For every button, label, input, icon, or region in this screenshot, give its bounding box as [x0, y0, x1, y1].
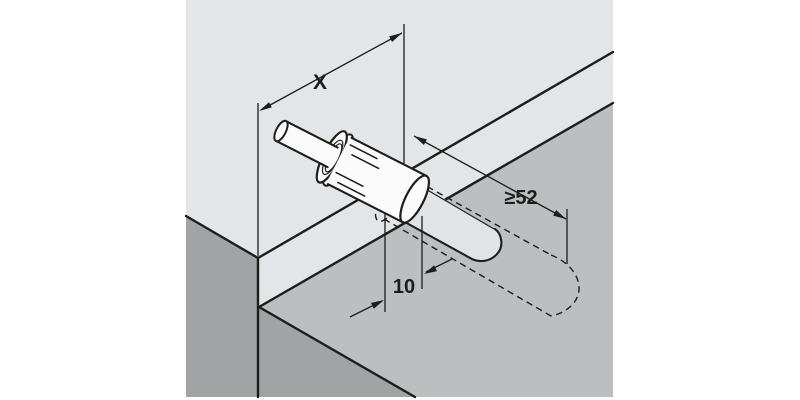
panel-bottom-corner-edge — [257, 305, 417, 399]
catch-pin-fill — [276, 121, 338, 168]
panel-top-front-edge — [256, 50, 615, 260]
dimension-diameter-label: 10 — [393, 276, 415, 298]
panel-top-left-edge — [184, 214, 260, 260]
dimension-x: X — [257, 24, 405, 256]
catch-body-fill — [326, 136, 427, 223]
catch-body-end-face — [399, 174, 431, 224]
catch-body-rib-4 — [337, 181, 366, 197]
catch-pin-bottom-edge — [274, 139, 329, 169]
dimension-depth-arrowhead-right — [553, 210, 566, 219]
drill-hole-upper-dashed-line — [407, 175, 552, 256]
dimension-x-line — [260, 32, 403, 111]
catch-pin-tip-face — [273, 119, 289, 143]
catch-body-bottom-edge — [326, 183, 404, 224]
drill-hole-recess — [401, 186, 503, 263]
dimension-depth-line — [413, 135, 567, 220]
catch-pin-top-edge — [284, 120, 339, 149]
recess-fill — [401, 186, 502, 262]
dimension-x-arrowhead-left — [259, 102, 272, 111]
catch-body-rib-3 — [335, 171, 364, 187]
dimension-diameter-arrowhead-right — [424, 265, 437, 274]
dimension-x-label: X — [313, 71, 327, 94]
dimension-depth: ≥52 — [413, 135, 568, 264]
dimension-depth-label: ≥52 — [504, 187, 537, 209]
drill-hole-end-dashed-cap — [550, 254, 580, 317]
dimension-depth-arrowhead-left — [414, 136, 427, 145]
recess-outline-bold — [401, 219, 503, 263]
recess-outline-thin — [423, 187, 495, 230]
dimension-diameter-arrowhead-left — [371, 300, 384, 309]
panel-side-face-left — [186, 216, 258, 397]
catch-body-top-edge — [350, 136, 428, 177]
dimension-diameter: 10 — [349, 213, 453, 318]
catch-body-rib-1 — [349, 144, 378, 160]
push-catch-fitting — [273, 119, 431, 224]
dimension-x-arrowhead-right — [389, 33, 402, 42]
catch-body-rib-2 — [351, 154, 380, 170]
